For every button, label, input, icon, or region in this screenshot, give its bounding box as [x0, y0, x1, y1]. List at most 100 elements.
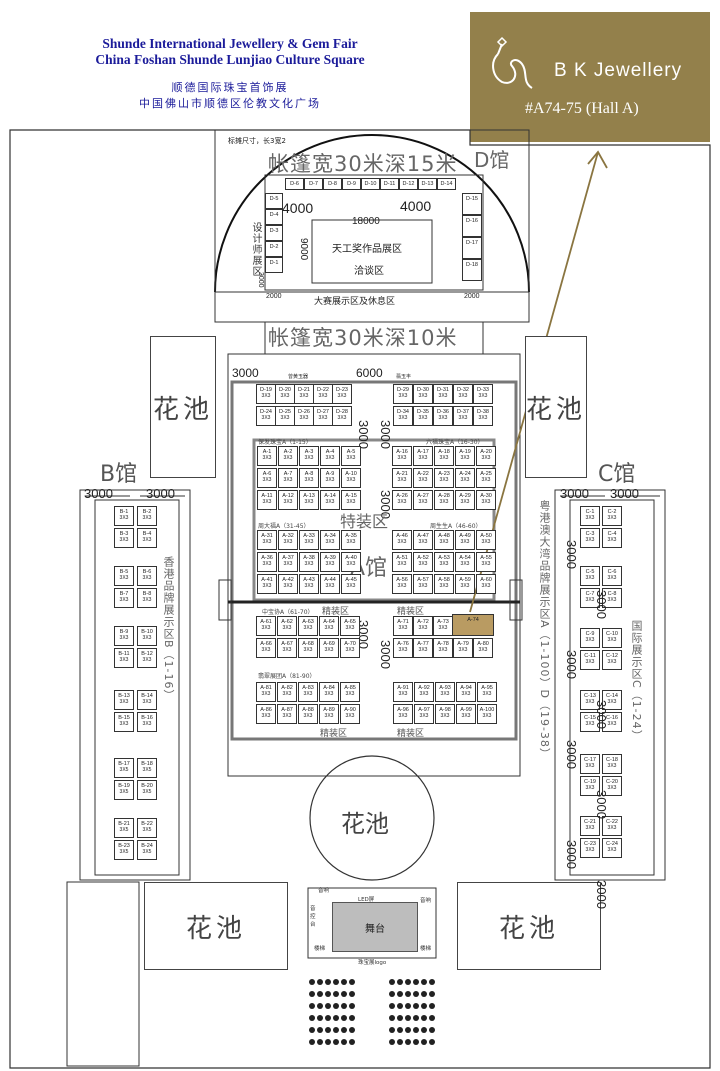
booth-d-3[interactable]: D-3	[265, 225, 283, 241]
booth-d-17[interactable]: D-17	[462, 237, 482, 259]
booth-d-9[interactable]: D-9	[342, 178, 361, 190]
booth-a74-75-highlight[interactable]: A-74	[452, 614, 494, 636]
booth-d-16[interactable]: D-16	[462, 215, 482, 237]
booth-d-12[interactable]: D-12	[399, 178, 418, 190]
booth-d-15[interactable]: D-15	[462, 193, 482, 215]
booth-d-8[interactable]: D-8	[323, 178, 342, 190]
booth-d-14[interactable]: D-14	[437, 178, 456, 190]
booth-d-4[interactable]: D-4	[265, 209, 283, 225]
